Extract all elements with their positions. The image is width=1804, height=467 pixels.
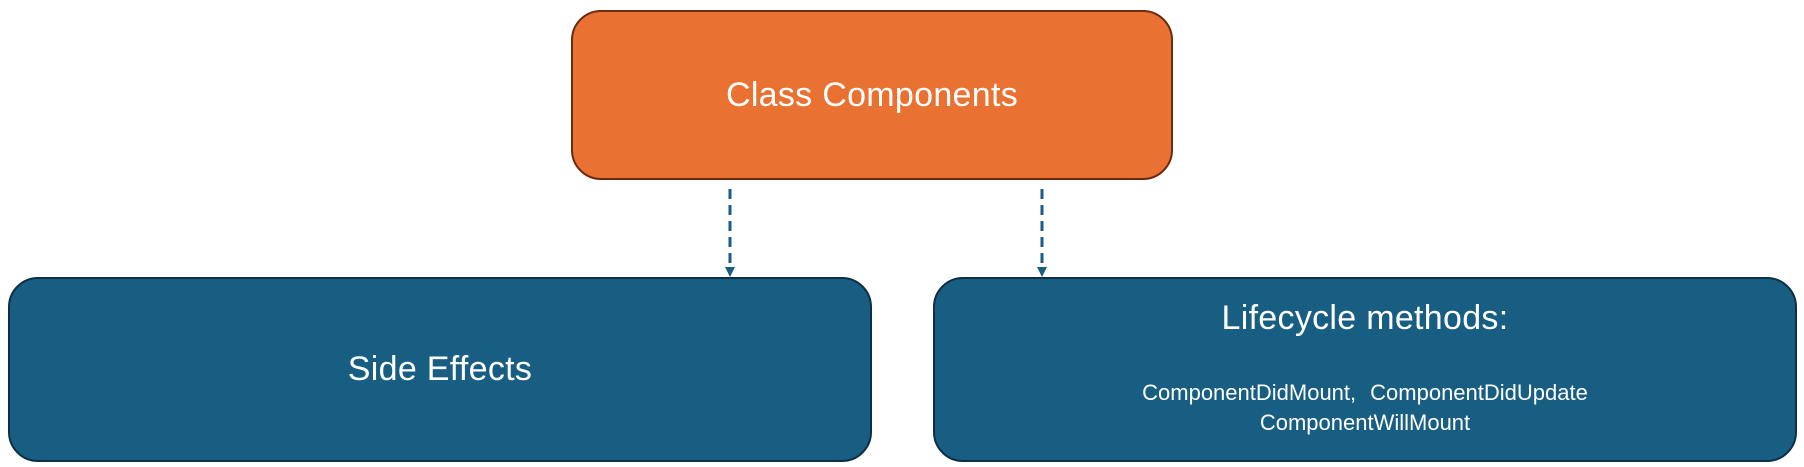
methods-row-1: ComponentDidMount, ComponentDidUpdate bbox=[1142, 378, 1588, 408]
method-component-did-mount: ComponentDidMount, bbox=[1142, 380, 1357, 405]
method-component-will-mount: ComponentWillMount bbox=[1259, 410, 1471, 435]
lifecycle-methods-list: ComponentDidMount, ComponentDidUpdate Com… bbox=[1142, 378, 1588, 438]
class-components-node: Class Components bbox=[571, 10, 1173, 180]
lifecycle-methods-label: Lifecycle methods: bbox=[1221, 299, 1509, 337]
methods-row-2: ComponentWillMount bbox=[1142, 408, 1588, 438]
side-effects-label: Side Effects bbox=[347, 350, 533, 388]
method-component-did-update: ComponentDidUpdate bbox=[1370, 380, 1588, 405]
side-effects-node: Side Effects bbox=[8, 277, 872, 462]
class-components-label: Class Components bbox=[725, 75, 1019, 114]
lifecycle-methods-node: Lifecycle methods: ComponentDidMount,Com… bbox=[933, 277, 1797, 462]
